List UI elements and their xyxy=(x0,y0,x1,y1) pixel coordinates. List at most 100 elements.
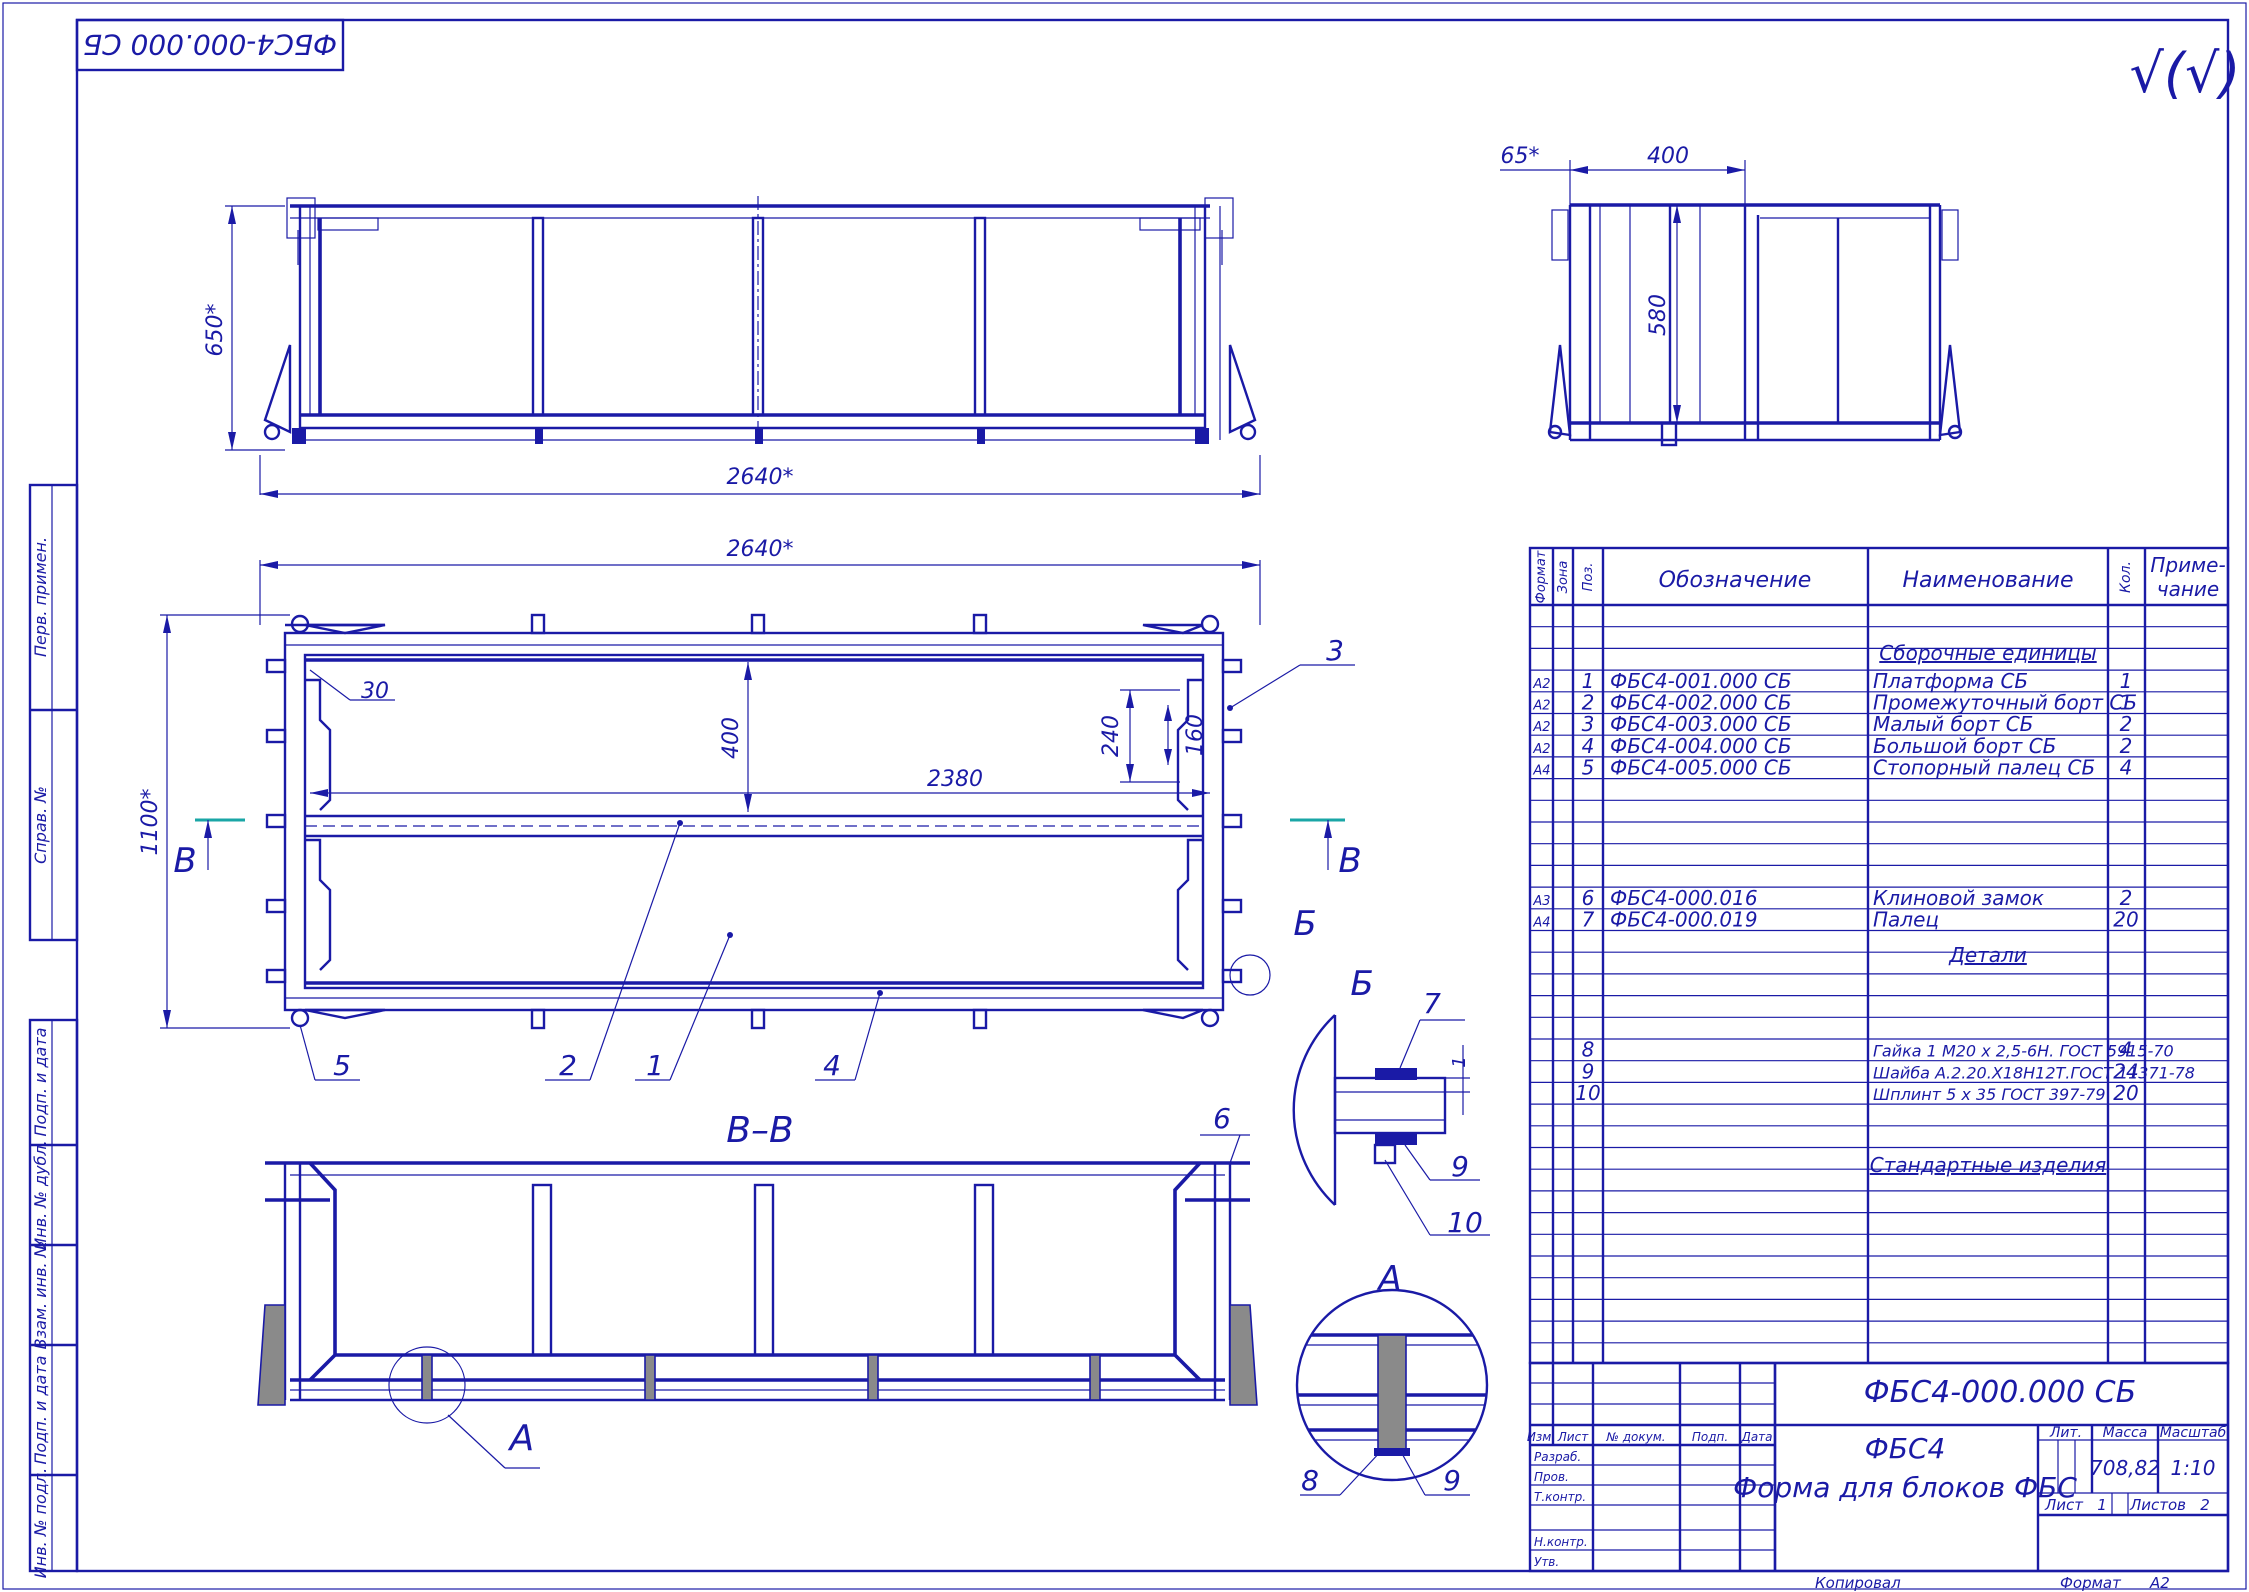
spec-cell-qty: 20 xyxy=(2113,1081,2138,1105)
spec-cell-name: Большой борт СБ xyxy=(1873,734,2056,758)
strip-label-7: Инв. № подл. xyxy=(31,1468,50,1578)
dim-side-65: 65* xyxy=(1501,144,1540,169)
title-product: ФБС4 xyxy=(1865,1432,1946,1465)
spec-cell-qty: 4 xyxy=(2120,756,2133,780)
scale-label: Масштаб xyxy=(2160,1425,2227,1441)
spec-cell-pos: 6 xyxy=(1582,886,1595,910)
spec-cell-name: Малый борт СБ xyxy=(1873,712,2033,736)
sheets-value: 2 xyxy=(2200,1496,2210,1514)
detail-a: А 8 9 xyxy=(1295,1259,1489,1497)
detail-a-title: А xyxy=(1376,1259,1401,1299)
lit-label: Лит. xyxy=(2049,1425,2082,1441)
spec-cell-pos: 7 xyxy=(1582,908,1595,932)
spec-cell-designation: ФБС4-000.016 xyxy=(1610,886,1758,910)
detail-a-marker: А xyxy=(508,1418,535,1459)
spec-cell-qty: 24 xyxy=(2113,1059,2138,1083)
dim-side-580: 580 xyxy=(1646,294,1671,336)
spec-cell-name: Промежуточный борт СБ xyxy=(1873,691,2137,715)
section-parts: Детали xyxy=(1948,943,2027,967)
section-mark-left: В xyxy=(173,841,196,881)
title-block: ФБС4-000.000 СБ ФБС4 Форма для блоков ФБ… xyxy=(1527,1361,2230,1573)
sheet-label: Лист xyxy=(2044,1496,2084,1514)
spec-cell-name: Палец xyxy=(1873,908,1939,932)
spec-cell-designation: ФБС4-005.000 СБ xyxy=(1610,756,1792,780)
col-izm: Изм. xyxy=(1527,1430,1555,1444)
dim-top-height: 650* xyxy=(203,304,228,357)
callout-9-b: 9 xyxy=(1451,1150,1469,1183)
strip-label-1: Перв. примен. xyxy=(31,537,50,657)
strip-label-3: Подп. и дата xyxy=(31,1028,50,1137)
spec-cell-designation: ФБС4-001.000 СБ xyxy=(1610,669,1792,693)
strip-label-5: Взам. инв. № xyxy=(31,1241,50,1350)
spec-cell-name: Гайка 1 М20 х 2,5-6Н. ГОСТ 5915-70 xyxy=(1873,1042,2174,1061)
section-assemblies: Сборочные единицы xyxy=(1879,641,2096,665)
spec-cell-pos: 5 xyxy=(1582,756,1595,780)
callout-7: 7 xyxy=(1423,987,1441,1020)
side-view: 400 65* 580 xyxy=(1500,144,1963,447)
dim-inner-length: 2380 xyxy=(927,767,983,792)
row-nkontr: Н.контр. xyxy=(1534,1535,1588,1549)
spec-cell-format: А2 xyxy=(1532,699,1550,714)
dim-240: 240 xyxy=(1099,715,1124,757)
dim-top-width: 2640* xyxy=(727,465,794,490)
spec-cell-name: Шайба А.2.20.Х18Н12Т.ГОСТ 11371-78 xyxy=(1873,1063,2195,1082)
spec-cell-format: А3 xyxy=(1532,894,1550,909)
col-qty: Кол. xyxy=(2118,561,2134,593)
detail-b-marker: Б xyxy=(1293,904,1316,944)
spec-cell-qty: 20 xyxy=(2113,908,2138,932)
dim-detail-1: 1 xyxy=(1449,1056,1470,1067)
spec-cell-qty: 2 xyxy=(2120,886,2133,910)
dim-plan-width: 2640* xyxy=(727,537,794,562)
spec-cell-pos: 2 xyxy=(1582,691,1595,715)
spec-cell-pos: 9 xyxy=(1582,1059,1595,1083)
spec-cell-qty: 1 xyxy=(2120,691,2133,715)
mass-label: Масса xyxy=(2103,1425,2148,1441)
section-standard: Стандартные изделия xyxy=(1870,1153,2106,1177)
row-tkontr: Т.контр. xyxy=(1534,1490,1586,1504)
spec-cell-pos: 1 xyxy=(1582,669,1595,693)
spec-cell-format: А2 xyxy=(1532,720,1550,735)
col-sign: Подп. xyxy=(1692,1430,1728,1444)
callout-2: 2 xyxy=(559,1049,577,1082)
col-format: Формат xyxy=(1534,550,1549,603)
dim-30: 30 xyxy=(361,679,389,704)
spec-cell-name: Клиновой замок xyxy=(1873,886,2044,910)
spec-cell-format: А4 xyxy=(1532,764,1550,779)
spec-cell-name: Шплинт 5 х 35 ГОСТ 397-79 xyxy=(1873,1085,2106,1104)
scale-value: 1:10 xyxy=(2171,1456,2216,1480)
col-name: Наименование xyxy=(1903,568,2074,593)
spec-cell-pos: 3 xyxy=(1582,712,1595,736)
section-mark-right: В xyxy=(1338,841,1361,881)
spec-cell-name: Платформа СБ xyxy=(1873,669,2028,693)
top-stamp-text: ФБС4-000.000 СБ xyxy=(83,28,337,61)
strip-label-2: Справ. № xyxy=(31,786,50,864)
dim-160: 160 xyxy=(1183,714,1208,756)
spec-cell-qty: 1 xyxy=(2120,669,2133,693)
sheets-label: Листов xyxy=(2129,1496,2186,1514)
callout-3: 3 xyxy=(1326,634,1344,667)
spec-cell-name: Стопорный палец СБ xyxy=(1873,756,2095,780)
callout-8: 8 xyxy=(1301,1464,1319,1497)
dim-inner-width: 400 xyxy=(719,717,744,759)
spec-cell-pos: 4 xyxy=(1582,734,1595,758)
col-doc: № докум. xyxy=(1605,1430,1665,1444)
col-designation: Обозначение xyxy=(1659,568,1812,593)
callout-6: 6 xyxy=(1213,1102,1231,1135)
spec-cell-qty: 2 xyxy=(2120,734,2133,758)
roughness-symbol: √(√) xyxy=(2130,42,2241,105)
spec-cell-designation: ФБС4-002.000 СБ xyxy=(1610,691,1792,715)
spec-cell-format: А4 xyxy=(1532,916,1550,931)
section-view: В–В А 6 xyxy=(257,1102,1258,1469)
spec-table: Формат Зона Поз. Обозначение Наименовани… xyxy=(1528,546,2230,1365)
row-prov: Пров. xyxy=(1534,1470,1569,1484)
col-note: Приме-чание xyxy=(2150,553,2225,601)
title-designation: ФБС4-000.000 СБ xyxy=(1864,1375,2136,1410)
callout-5: 5 xyxy=(333,1049,351,1082)
side-strip: Перв. примен. Справ. № Подп. и дата Инв.… xyxy=(28,483,79,1578)
spec-cell-designation: ФБС4-000.019 xyxy=(1610,908,1758,932)
spec-cell-format: А2 xyxy=(1532,742,1550,757)
dim-side-400: 400 xyxy=(1647,144,1689,169)
format-value: А2 xyxy=(2149,1574,2170,1592)
col-zone: Зона xyxy=(1556,561,1571,594)
